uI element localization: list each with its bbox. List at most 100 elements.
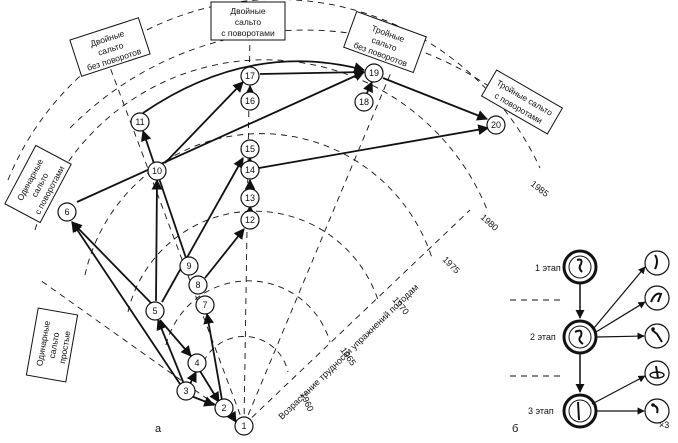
arrow-4-2 xyxy=(199,370,220,403)
node-20: 20 xyxy=(486,115,506,135)
year-label-1980: 1980 xyxy=(479,212,501,233)
year-arc-top xyxy=(69,29,521,129)
svg-text:20: 20 xyxy=(491,120,501,130)
node-4: 4 xyxy=(187,353,207,373)
arrow-5-4 xyxy=(159,319,192,357)
arrow-10-17 xyxy=(164,81,244,164)
node-15: 15 xyxy=(240,139,260,159)
arrow-2-7 xyxy=(203,312,223,401)
arrow-5-15 xyxy=(161,157,244,303)
year-arc-1985 xyxy=(7,0,541,181)
arrow-6-19 xyxy=(76,71,365,203)
variation-arrows xyxy=(591,266,646,415)
arrow-17-19 xyxy=(259,66,366,78)
node-3: 3 xyxy=(176,381,196,401)
svg-text:с поворотами: с поворотами xyxy=(221,28,275,38)
svg-text:сальто: сальто xyxy=(47,331,61,359)
radial-lines xyxy=(39,31,471,426)
arrow-2-1 xyxy=(226,410,237,423)
svg-text:12: 12 xyxy=(245,215,255,225)
stage-label-1: 1 этап xyxy=(535,263,561,273)
variation-icon-5 xyxy=(644,398,670,424)
arrow-3-4 xyxy=(186,371,197,385)
panel-label-a: а xyxy=(155,423,162,435)
svg-text:19: 19 xyxy=(369,68,379,78)
arrow-11-19 xyxy=(142,60,366,114)
year-label-1985: 1985 xyxy=(529,179,551,199)
svg-text:1: 1 xyxy=(241,421,246,431)
svg-text:16: 16 xyxy=(245,96,255,106)
year-arc-1980 xyxy=(34,59,489,231)
node-group: 1 2 3 4 5 6 7 8 9 10 11 12 13 14 15 16 1… xyxy=(57,63,506,436)
node-18: 18 xyxy=(354,92,374,112)
stage-label-2: 2 этап xyxy=(530,332,556,342)
node-8: 8 xyxy=(188,275,208,295)
arrow-5-10 xyxy=(151,178,163,302)
node-17: 17 xyxy=(240,66,260,86)
radial-line xyxy=(39,279,245,426)
category-box-single-simple: Одинарные сальто простые xyxy=(25,307,79,383)
arrow-19-20 xyxy=(382,77,489,121)
svg-text:4: 4 xyxy=(194,358,199,368)
node-13: 13 xyxy=(240,188,260,208)
svg-text:11: 11 xyxy=(135,117,144,127)
panel-label-b: б xyxy=(512,423,518,435)
svg-text:5: 5 xyxy=(152,306,157,316)
arrow-14-20 xyxy=(258,124,490,169)
svg-text:13: 13 xyxy=(245,193,255,203)
svg-text:10: 10 xyxy=(152,166,162,176)
category-box-double-simple: Двойные сальто без поворотов xyxy=(69,17,151,77)
category-box-double-twist: Двойные сальто с поворотами xyxy=(210,1,286,41)
svg-text:8: 8 xyxy=(195,280,200,290)
year-arc-1960 xyxy=(199,335,289,373)
variation-icon-3 xyxy=(644,323,670,349)
node-9: 9 xyxy=(179,256,199,276)
node-2: 2 xyxy=(214,398,234,418)
stage-label-3: 3 этап xyxy=(528,406,554,416)
node-11: 11 xyxy=(130,112,150,132)
stage-1-figure-icon xyxy=(562,249,598,285)
arrow-18-19 xyxy=(363,81,373,94)
svg-text:2: 2 xyxy=(221,403,226,413)
radial-line xyxy=(243,69,393,426)
svg-text:9: 9 xyxy=(186,261,191,271)
year-arc-1965 xyxy=(165,280,331,346)
arrow-9-11 xyxy=(141,129,187,259)
variation-icon-1 xyxy=(644,250,670,276)
arrow-3-5 xyxy=(156,318,185,385)
node-12: 12 xyxy=(240,210,260,230)
svg-text:15: 15 xyxy=(245,144,255,154)
svg-text:6: 6 xyxy=(64,207,69,217)
radial-line xyxy=(107,61,245,426)
node-6: 6 xyxy=(57,202,77,222)
year-labels: 1960 1965 1970 1975 1980 1985 xyxy=(298,179,551,413)
stage-2-figure-icon xyxy=(562,319,598,355)
node-10: 10 xyxy=(147,161,167,181)
radial-line xyxy=(243,209,471,426)
node-7: 7 xyxy=(195,295,215,315)
stage-panel: 1 этап 2 этап 3 этап xyxy=(510,249,670,430)
multiplier-label: ×3 xyxy=(659,420,669,430)
svg-text:14: 14 xyxy=(245,165,255,175)
year-arcs xyxy=(7,0,541,373)
node-19: 19 xyxy=(364,63,384,83)
svg-text:7: 7 xyxy=(202,300,207,310)
progression-arrows xyxy=(71,60,490,423)
node-1: 1 xyxy=(234,416,254,436)
arrow-8-12 xyxy=(204,228,245,279)
variation-icon-2 xyxy=(644,285,670,311)
arrow-5-6 xyxy=(71,221,153,305)
variation-icon-4 xyxy=(644,360,670,386)
axis-caption: Возрастание трудности упражнений по года… xyxy=(276,282,420,421)
node-14: 14 xyxy=(240,160,260,180)
node-16: 16 xyxy=(240,91,260,111)
arrow-3-6 xyxy=(71,221,181,385)
svg-text:17: 17 xyxy=(245,71,255,81)
svg-text:Двойные: Двойные xyxy=(230,6,265,16)
svg-text:3: 3 xyxy=(183,386,188,396)
svg-text:18: 18 xyxy=(359,97,369,107)
node-5: 5 xyxy=(145,301,165,321)
svg-text:сальто: сальто xyxy=(235,17,261,27)
